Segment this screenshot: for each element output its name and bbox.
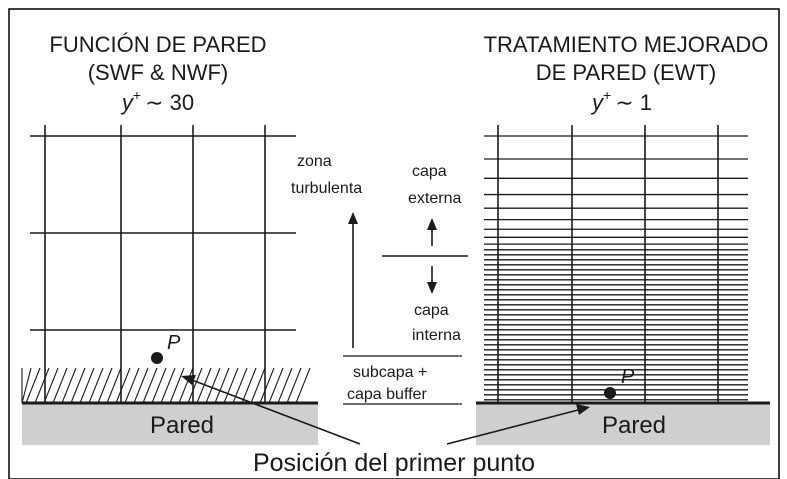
right-yplus-label: y+∼ 1 [590,87,652,115]
hatch-stroke [151,367,167,404]
left-yplus-relation: ∼ 30 [145,90,194,115]
zona-turbulenta-line2: turbulenta [291,180,362,197]
hatch-stroke [160,367,176,404]
right-vertical-lines [497,125,719,403]
hatch-stroke [61,367,77,404]
hatch-stroke [223,367,239,404]
hatch-stroke [124,367,140,404]
hatch-stroke [286,367,302,404]
hatch-stroke [88,367,104,404]
hatch-stroke [25,367,41,404]
right-yplus-symbol: y [590,90,605,115]
left-coarse-grid [30,125,296,403]
hatch-stroke [21,367,32,404]
capa-externa-line2: externa [408,190,461,207]
right-title-line2: DE PARED (EWT) [536,60,716,85]
hatch-stroke [70,367,86,404]
hatch-stroke [169,367,185,404]
hatch-stroke [133,367,149,404]
hatch-stroke [268,367,284,404]
capa-interna-line1: capa [414,302,449,319]
left-panel: FUNCIÓN DE PARED (SWF & NWF) y+∼ 30 Pare… [21,32,318,445]
left-yplus-label: y+∼ 30 [120,87,194,115]
capa-externa-line1: capa [412,163,447,180]
hatch-stroke [187,367,203,404]
hatch-stroke [214,367,230,404]
right-title-line1: TRATAMIENTO MEJORADO [484,32,769,57]
left-title-line2: (SWF & NWF) [88,60,229,85]
left-first-point [151,352,163,364]
figure-frame [8,8,780,479]
left-wall-label: Pared [150,412,214,439]
turbulent-arrow-head [348,212,358,224]
first-point-pointers [181,375,590,445]
left-pointer-line [191,379,361,445]
zona-turbulenta-line1: zona [297,153,332,170]
hatch-stroke [115,367,131,404]
hatch-stroke [241,367,257,404]
right-pointer-head [576,404,590,415]
hatch-stroke [259,367,275,404]
subcapa-line2: capa buffer [347,386,427,403]
hatch-stroke [97,367,113,404]
right-first-point [604,387,616,399]
hatch-stroke [79,367,95,404]
hatch-stroke [250,367,266,404]
left-yplus-sup: + [133,87,141,103]
figure-caption: Posición del primer punto [253,449,535,477]
right-point-label: P [621,366,635,388]
hatch-stroke [34,367,50,404]
hatch-stroke [205,367,221,404]
subcapa-line1: subcapa + [353,364,427,381]
down-arrow-head [427,282,437,294]
hatch-stroke [196,367,212,404]
right-yplus-relation: ∼ 1 [615,90,652,115]
right-pointer-line [446,409,579,445]
left-pointer-head [181,375,196,385]
right-refined-grid [484,135,748,401]
hatch-stroke [295,367,311,404]
hatch-stroke [52,367,68,404]
middle-annotations: zona turbulenta capa externa capa intern… [291,153,468,405]
right-yplus-sup: + [603,87,611,103]
right-wall-label: Pared [602,412,666,439]
hatch-stroke [178,367,194,404]
left-hatched-sublayer [21,367,311,404]
hatch-stroke [142,367,158,404]
capa-interna-line2: interna [412,327,461,344]
left-point-label: P [167,332,181,354]
right-panel: TRATAMIENTO MEJORADO DE PARED (EWT) y+∼ … [476,32,770,445]
hatch-stroke [43,367,59,404]
hatch-stroke [277,367,293,404]
left-yplus-symbol: y [120,90,135,115]
left-title-line1: FUNCIÓN DE PARED [49,32,266,57]
hatch-stroke [106,367,122,404]
up-arrow-head [427,218,437,230]
